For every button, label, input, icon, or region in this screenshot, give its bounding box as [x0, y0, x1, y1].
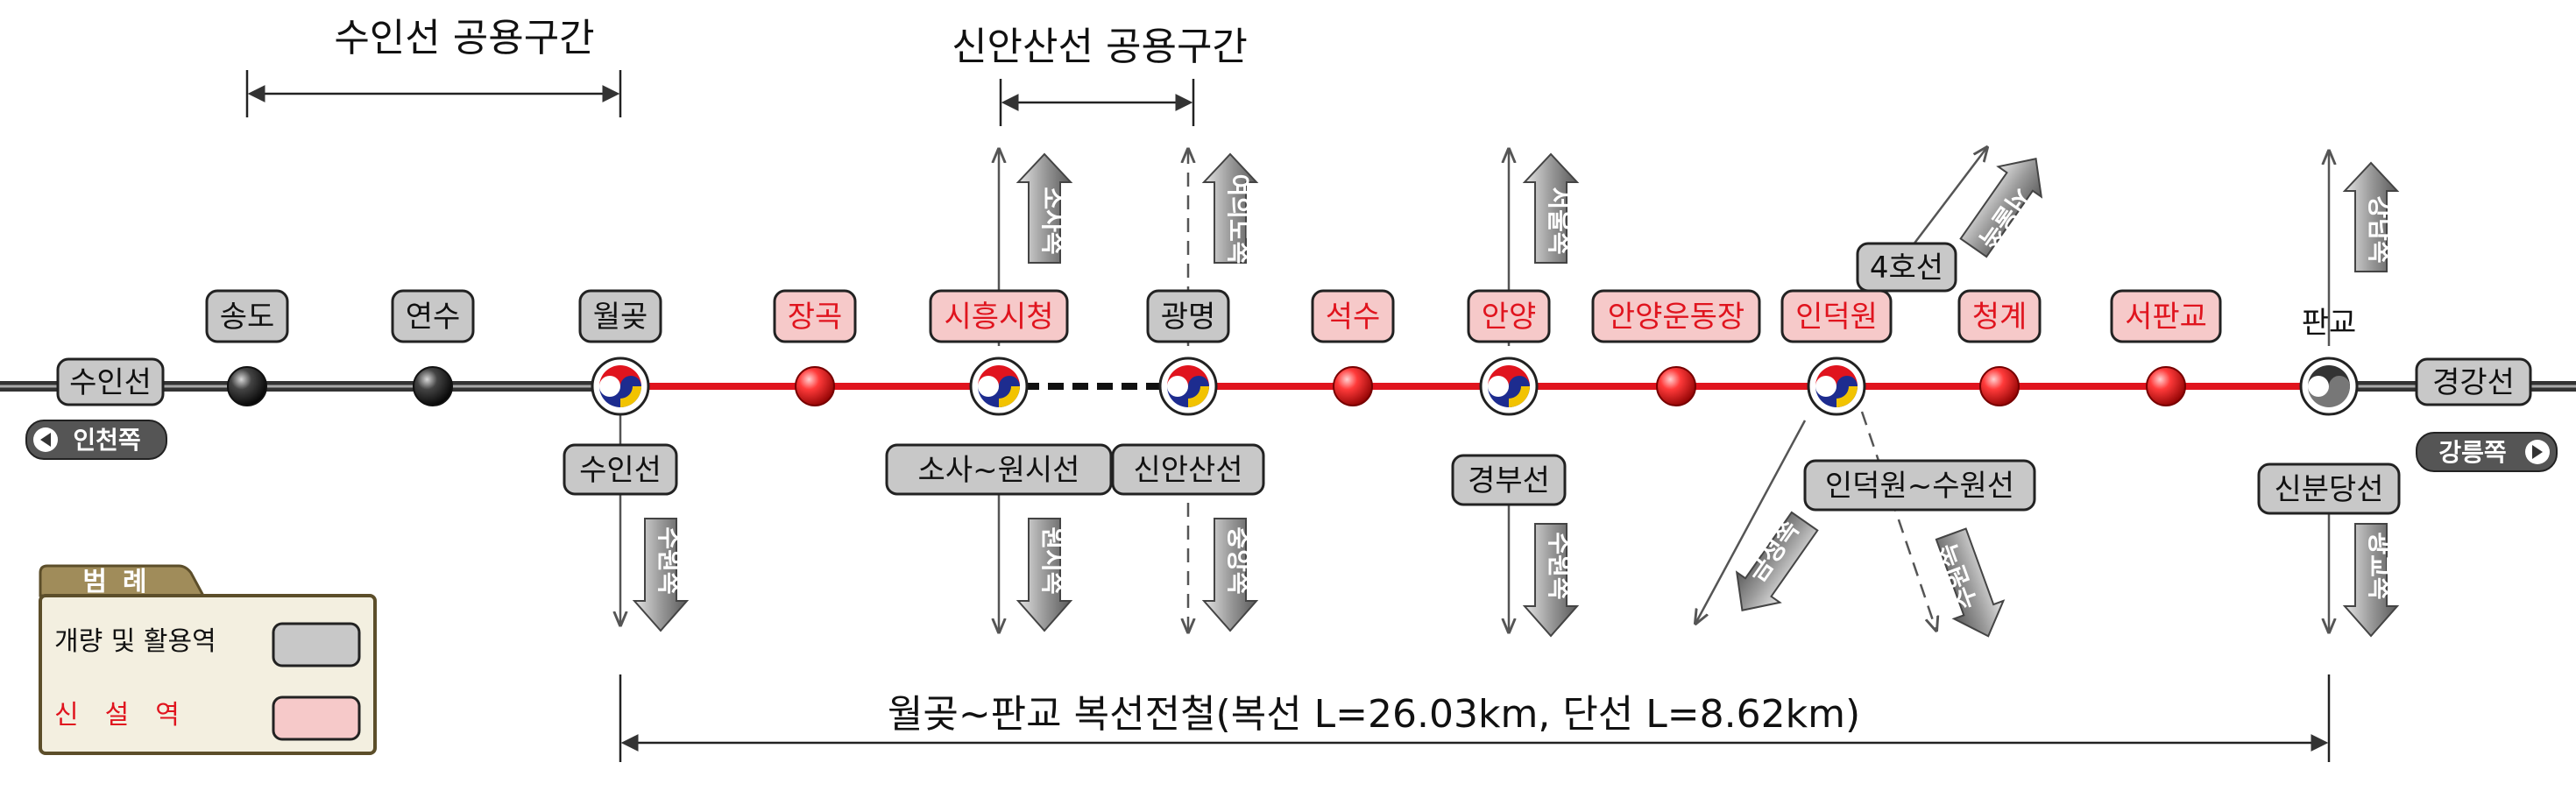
station-marker-songdo	[227, 366, 267, 406]
transfer-line-siheung: 소사~원시선	[918, 453, 1080, 488]
header-suin-shared: 수인선 공용구간	[334, 16, 594, 60]
transfer-box-gwangmyeong	[1111, 443, 1265, 496]
station-marker-gwangmyeong	[1158, 357, 1218, 416]
direction-arrow-gwangmyeong-down: 중앙쪽	[1201, 518, 1259, 632]
west-line-label: 수인선	[69, 365, 152, 400]
transfer-box-indeogwon-suwon	[1803, 459, 2036, 512]
station-box-seoksu	[1311, 289, 1395, 343]
direction-arrow-siheung-down: 원시쪽	[1016, 518, 1073, 632]
direction-label-anyang-up: 서울쪽	[1545, 187, 1574, 254]
transfer-box-siheung	[885, 443, 1113, 496]
legend-existing-label: 개량 및 활용역	[54, 626, 216, 657]
station-box-anyang	[1467, 289, 1551, 343]
station-box-siheung-cityhall	[929, 289, 1069, 343]
station-box-anyang-stadium	[1591, 289, 1761, 343]
transfer-box-anyang	[1451, 454, 1567, 506]
east-direction-icon	[2532, 445, 2543, 459]
direction-arrow-siheung-up: 소사쪽	[1016, 152, 1073, 264]
station-box-yeonsu	[391, 289, 475, 343]
indeogwon-line4-down	[1695, 420, 1807, 624]
west-direction-badge	[25, 420, 167, 460]
direction-arrow-indeogwon-down-right: 수원쪽	[1933, 527, 2006, 638]
station-name-siheung-cityhall: 시흥시청	[944, 300, 1053, 335]
east-line-label-box	[2415, 357, 2532, 406]
caption-text: 월곶~판교 복선전철(복선 L=26.03km, 단선 L=8.62km)	[888, 692, 1860, 737]
legend-new-swatch	[272, 695, 361, 741]
west-direction-icon	[40, 433, 51, 447]
station-name-pangyo: 판교	[2302, 306, 2357, 341]
east-line-label: 경강선	[2432, 365, 2515, 400]
header-sinansan-shared: 신안산선 공용구간	[952, 25, 1248, 69]
station-name-wolgot: 월곶	[593, 300, 648, 335]
legend-title: 범례	[82, 567, 162, 597]
legend-title-tab	[39, 564, 206, 597]
direction-label-anyang-down: 수원쪽	[1545, 532, 1574, 599]
station-marker-indeogwon	[1807, 357, 1866, 416]
station-box-wolgot	[578, 289, 662, 343]
direction-label-gwangmyeong-down: 중앙쪽	[1224, 526, 1253, 594]
direction-arrow-indeogwon-up: 서울쪽	[1959, 158, 2043, 258]
direction-label-siheung-up: 소사쪽	[1038, 187, 1067, 254]
west-line-label-box	[56, 357, 165, 406]
direction-label-pangyo-up: 강남쪽	[2365, 195, 2394, 263]
indeogwon-suwon-crossline	[1860, 411, 1936, 631]
direction-label-pangyo-down: 광교쪽	[2365, 532, 2394, 599]
station-marker-seopangyo	[2146, 366, 2186, 406]
transfer-box-wolgot	[563, 443, 678, 496]
legend: 범례 개량 및 활용역 신설역	[39, 564, 377, 755]
direction-arrow-indeogwon-down-left: 금정쪽	[1735, 511, 1819, 611]
station-marker-anyang	[1479, 357, 1539, 416]
direction-arrow-pangyo-down: 광교쪽	[2342, 523, 2400, 638]
station-name-cheonggye: 청계	[1972, 300, 2028, 335]
direction-label-wolgot-down: 수원쪽	[655, 526, 683, 594]
station-name-janggok: 장곡	[788, 300, 843, 335]
legend-new-label: 신설역	[54, 700, 206, 731]
station-name-yeonsu: 연수	[406, 300, 461, 335]
station-name-seopangyo: 서판교	[2125, 300, 2207, 335]
station-name-songdo: 송도	[220, 300, 275, 335]
transfer-box-line4	[1856, 242, 1957, 293]
station-box-janggok	[773, 289, 857, 343]
station-marker-yeonsu	[413, 366, 453, 406]
direction-label-siheung-down: 원시쪽	[1038, 526, 1067, 594]
direction-label-gwangmyeong-up: 여의도쪽	[1224, 173, 1253, 264]
station-box-songdo	[205, 289, 289, 343]
transfer-line-anyang: 경부선	[1468, 463, 1550, 498]
station-marker-siheung-cityhall	[969, 357, 1029, 416]
transfer-line-line4: 4호선	[1870, 251, 1943, 286]
direction-arrow-pangyo-up: 강남쪽	[2342, 161, 2400, 272]
station-marker-janggok	[795, 366, 835, 406]
station-name-anyang-stadium: 안양운동장	[1608, 300, 1744, 335]
station-name-indeogwon: 인덕원	[1795, 300, 1878, 335]
station-name-gwangmyeong: 광명	[1161, 300, 1216, 335]
station-name-anyang: 안양	[1482, 300, 1537, 335]
station-marker-cheonggye	[1979, 366, 2020, 406]
direction-arrow-anyang-up: 서울쪽	[1522, 152, 1580, 264]
station-box-seopangyo	[2110, 289, 2222, 343]
transfer-line-pangyo: 신분당선	[2274, 472, 2383, 507]
west-direction-label: 인천쪽	[73, 426, 140, 455]
direction-arrow-wolgot-down: 수원쪽	[632, 518, 690, 632]
east-direction-label: 강릉쪽	[2438, 438, 2506, 467]
transfer-line-indeogwon-suwon: 인덕원~수원선	[1825, 469, 2014, 504]
station-marker-wolgot	[591, 357, 650, 416]
station-box-gwangmyeong	[1146, 289, 1230, 343]
east-direction-badge	[2416, 432, 2558, 472]
station-name-seoksu: 석수	[1326, 300, 1381, 335]
transfer-line-gwangmyeong: 신안산선	[1133, 453, 1242, 488]
station-marker-anyang-stadium	[1656, 366, 1696, 406]
station-marker-seoksu	[1333, 366, 1373, 406]
transfer-line-wolgot: 수인선	[579, 453, 662, 488]
direction-arrow-anyang-down: 수원쪽	[1522, 523, 1580, 638]
station-box-indeogwon	[1780, 289, 1893, 343]
legend-existing-swatch	[272, 622, 361, 667]
transfer-box-pangyo	[2257, 462, 2401, 515]
direction-arrow-gwangmyeong-up: 여의도쪽	[1201, 152, 1259, 265]
station-box-cheonggye	[1957, 289, 2042, 343]
station-marker-pangyo	[2299, 357, 2359, 416]
